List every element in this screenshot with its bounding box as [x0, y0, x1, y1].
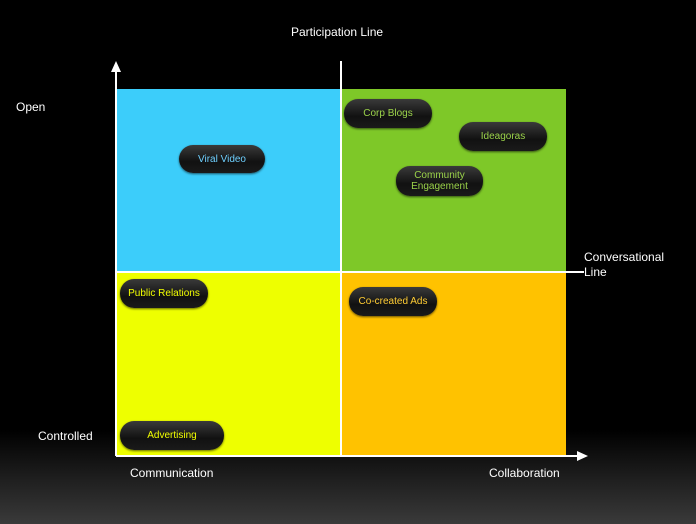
pill-advertising: Advertising	[120, 421, 224, 450]
y-axis-arrow-icon	[111, 61, 121, 72]
pill-corp-blogs: Corp Blogs	[344, 99, 432, 128]
x-axis-arrow-icon	[577, 451, 588, 461]
pill-viral-video: Viral Video	[179, 145, 265, 173]
collaboration-label: Collaboration	[489, 466, 560, 480]
communication-label: Communication	[130, 466, 214, 480]
pill-public-relations: Public Relations	[120, 279, 208, 308]
open-label: Open	[16, 100, 46, 114]
controlled-label: Controlled	[38, 429, 93, 443]
pill-community-engagement: Community Engagement	[396, 166, 483, 196]
quadrant-open-communication	[116, 89, 341, 272]
participation-line-label: Participation Line	[291, 25, 384, 39]
conversational-line-label: Conversational Line	[584, 250, 665, 279]
pill-co-created-ads: Co-created Ads	[349, 287, 437, 316]
pill-ideagoras: Ideagoras	[459, 122, 547, 151]
